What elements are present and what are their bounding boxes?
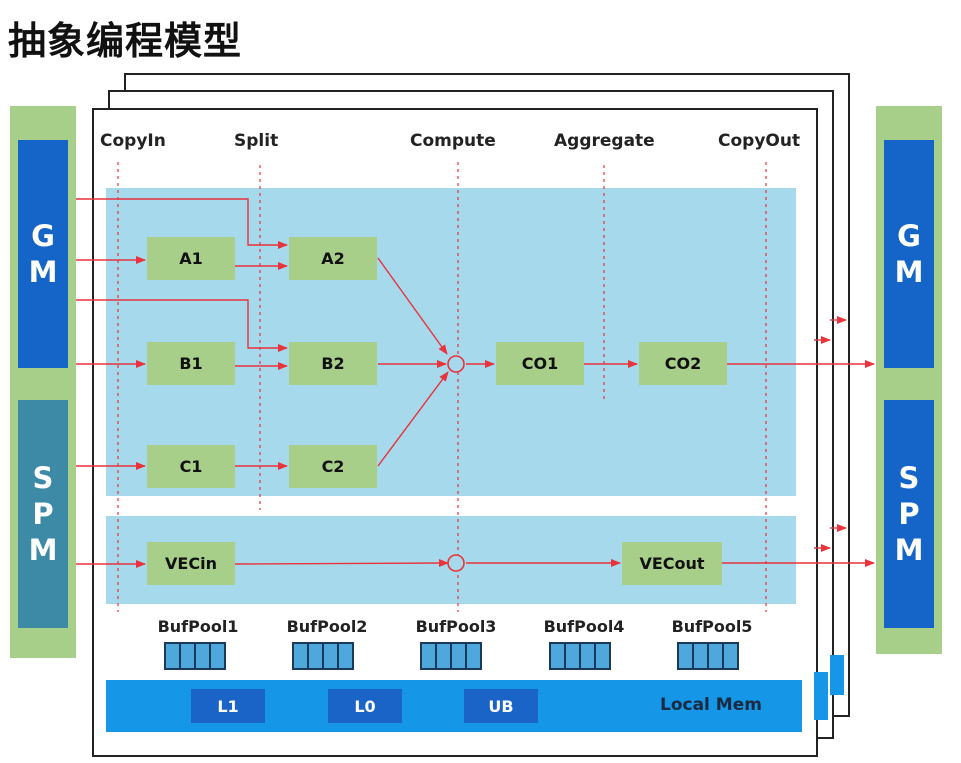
bufpool5-label: BufPool5 [671, 617, 753, 636]
buffer-cell [196, 644, 209, 668]
back-frame-mem-strip [814, 672, 828, 720]
buffer-cell [166, 644, 179, 668]
stage-split-label: Split [234, 131, 279, 151]
bufpool3-label: BufPool3 [415, 617, 497, 636]
buffer-cell [422, 644, 435, 668]
buffer-cell [724, 644, 737, 668]
bufpool4-buffers [549, 642, 611, 670]
buffer-cell [294, 644, 307, 668]
buffer-cell [309, 644, 322, 668]
page-title: 抽象编程模型 [8, 19, 243, 63]
node-co2: CO2 [639, 342, 727, 385]
buffer-cell [452, 644, 465, 668]
buffer-cell [679, 644, 692, 668]
bufpool5-buffers [677, 642, 739, 670]
bufpool4-label: BufPool4 [543, 617, 625, 636]
buffer-cell [181, 644, 194, 668]
right-spm-block: S P M [884, 400, 934, 628]
mem-chip-ub: UB [464, 689, 538, 723]
local-mem-label: Local Mem [660, 695, 762, 715]
bufpool1-buffers [164, 642, 226, 670]
node-b2: B2 [289, 342, 377, 385]
mem-chip-l0: L0 [328, 689, 402, 723]
bufpool2-buffers [292, 642, 354, 670]
left-gm-label: G M [28, 219, 58, 289]
left-gm-block: G M [18, 140, 68, 368]
left-spm-label: S P M [28, 461, 58, 567]
buffer-cell [467, 644, 480, 668]
node-vecout: VECout [622, 542, 722, 585]
node-a1: A1 [147, 237, 235, 280]
buffer-cell [596, 644, 609, 668]
buffer-cell [211, 644, 224, 668]
stage-copyin-label: CopyIn [100, 131, 166, 151]
left-spm-block: S P M [18, 400, 68, 628]
node-co1: CO1 [496, 342, 584, 385]
right-gm-label: G M [894, 219, 924, 289]
back-frame-mem-strip [830, 655, 844, 695]
right-gm-block: G M [884, 140, 934, 368]
node-c2: C2 [289, 445, 377, 488]
buffer-cell [694, 644, 707, 668]
right-spm-label: S P M [894, 461, 924, 567]
node-c1: C1 [147, 445, 235, 488]
buffer-cell [551, 644, 564, 668]
stage-copyout-label: CopyOut [718, 131, 801, 151]
buffer-cell [324, 644, 337, 668]
buffer-cell [709, 644, 722, 668]
stage-aggregate-label: Aggregate [554, 131, 655, 151]
buffer-cell [566, 644, 579, 668]
node-b1: B1 [147, 342, 235, 385]
bufpool3-buffers [420, 642, 482, 670]
buffer-cell [339, 644, 352, 668]
buffer-cell [581, 644, 594, 668]
buffer-cell [437, 644, 450, 668]
bufpool2-label: BufPool2 [286, 617, 368, 636]
node-vecin: VECin [147, 542, 235, 585]
node-a2: A2 [289, 237, 377, 280]
stage-compute-label: Compute [410, 131, 496, 151]
bufpool1-label: BufPool1 [157, 617, 239, 636]
mem-chip-l1: L1 [191, 689, 265, 723]
